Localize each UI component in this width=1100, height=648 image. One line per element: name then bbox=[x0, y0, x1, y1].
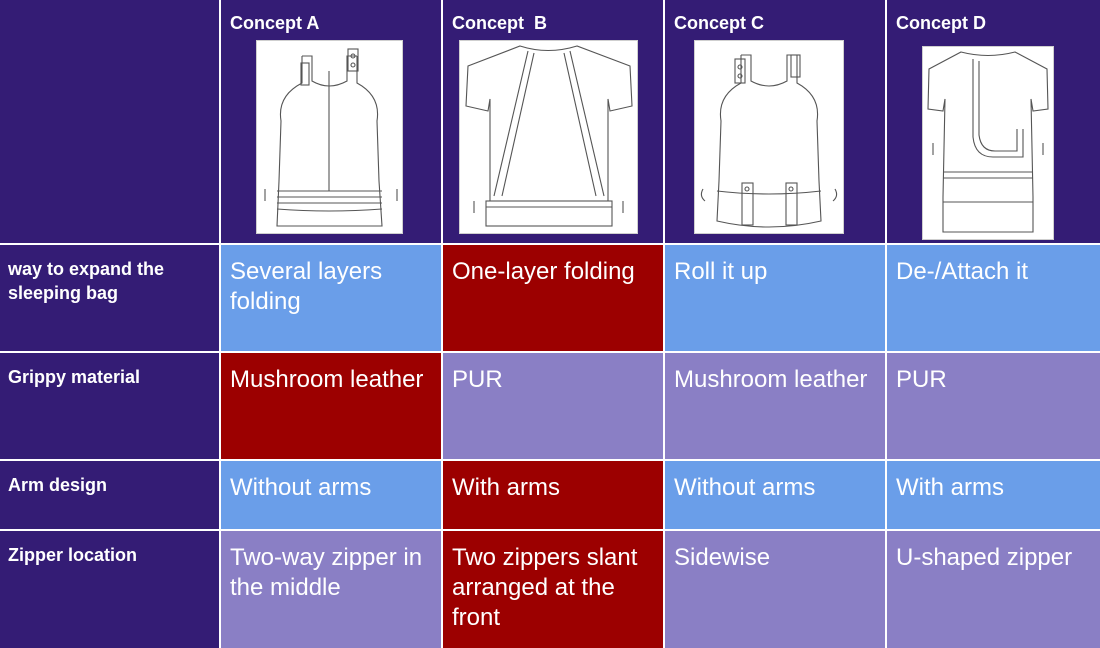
sleeping-bag-sketch-c-icon bbox=[694, 40, 844, 234]
corner-cell bbox=[0, 0, 219, 243]
cell-zipper-a: Two-way zipper in the middle bbox=[221, 531, 441, 648]
concept-c-header: Concept C bbox=[665, 0, 885, 243]
concept-b-title: Concept B bbox=[452, 13, 548, 33]
row-label-zipper: Zipper location bbox=[0, 531, 219, 648]
cell-zipper-b: Two zippers slant arranged at the front bbox=[443, 531, 663, 648]
cell-arm-a: Without arms bbox=[221, 461, 441, 529]
concept-a-title: Concept A bbox=[230, 13, 320, 33]
cell-zipper-c: Sidewise bbox=[665, 531, 885, 648]
cell-expand-c: Roll it up bbox=[665, 245, 885, 351]
cell-material-a: Mushroom leather bbox=[221, 353, 441, 459]
cell-arm-c: Without arms bbox=[665, 461, 885, 529]
cell-material-b: PUR bbox=[443, 353, 663, 459]
row-label-material: Grippy material bbox=[0, 353, 219, 459]
cell-material-c: Mushroom leather bbox=[665, 353, 885, 459]
sleeping-bag-sketch-d-icon bbox=[922, 46, 1054, 240]
sleeping-bag-sketch-b-icon bbox=[459, 40, 638, 234]
cell-arm-d: With arms bbox=[887, 461, 1100, 529]
cell-expand-d: De-/Attach it bbox=[887, 245, 1100, 351]
concept-b-header: Concept B bbox=[443, 0, 663, 243]
row-label-expand: way to expand the sleeping bag bbox=[0, 245, 219, 351]
sleeping-bag-sketch-a-icon bbox=[256, 40, 403, 234]
cell-expand-b: One-layer folding bbox=[443, 245, 663, 351]
cell-arm-b: With arms bbox=[443, 461, 663, 529]
cell-expand-a: Several layers folding bbox=[221, 245, 441, 351]
concept-d-header: Concept D bbox=[887, 0, 1100, 243]
concept-c-title: Concept C bbox=[674, 13, 764, 33]
cell-zipper-d: U-shaped zipper bbox=[887, 531, 1100, 648]
cell-material-d: PUR bbox=[887, 353, 1100, 459]
concept-d-title: Concept D bbox=[896, 13, 986, 33]
row-label-arm: Arm design bbox=[0, 461, 219, 529]
concept-a-header: Concept A bbox=[221, 0, 441, 243]
